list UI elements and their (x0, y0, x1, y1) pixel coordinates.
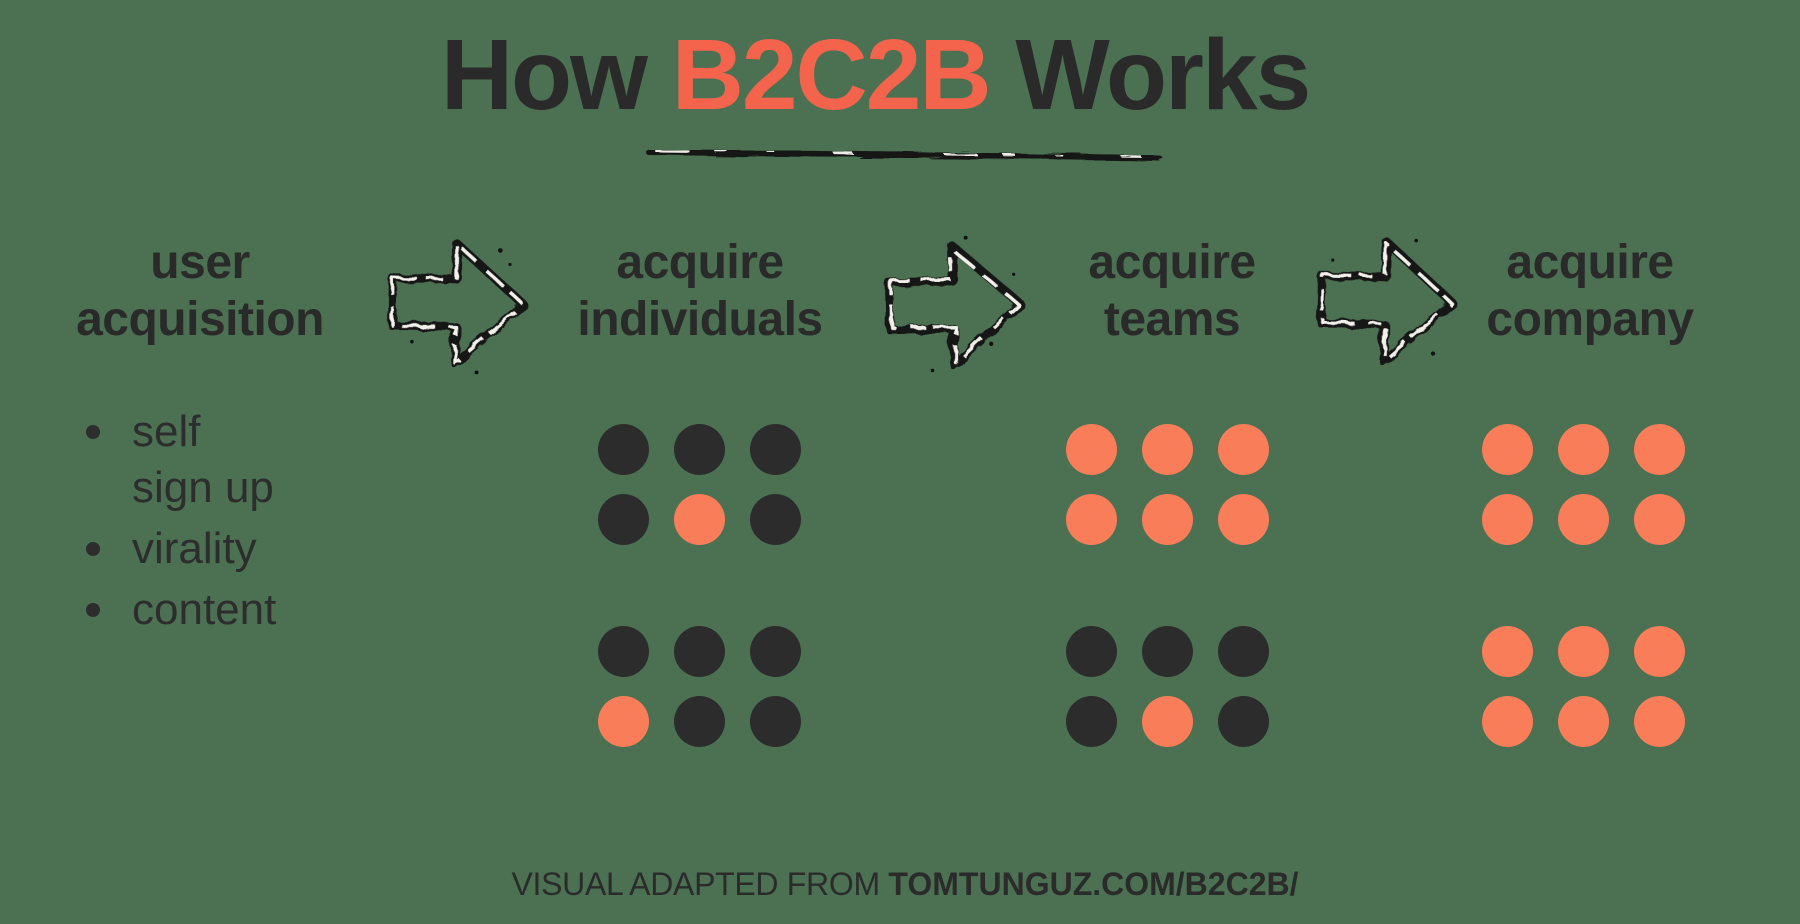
footer-credit: VISUAL ADAPTED FROM TOMTUNGUZ.COM/B2C2B/ (512, 866, 1299, 903)
sketch-arrow-right-icon (885, 235, 1025, 373)
user-dot-converted (1142, 494, 1193, 545)
user-dot-converted (598, 696, 649, 747)
dot-cluster (1482, 424, 1685, 545)
dot-cluster (1482, 626, 1685, 747)
user-dot-converted (1142, 696, 1193, 747)
user-dot (674, 424, 725, 475)
user-dot (750, 424, 801, 475)
column-header-acquire-company: acquire company (1486, 234, 1694, 348)
user-dot (1218, 696, 1269, 747)
user-dot-converted (1558, 626, 1609, 677)
column-header-acquire-individuals: acquire individuals (577, 234, 823, 348)
header-line: company (1486, 293, 1694, 346)
dot-cluster (1066, 424, 1269, 545)
bullet-item: virality (68, 521, 282, 577)
user-dot-converted (1218, 494, 1269, 545)
page-title: How B2C2B Works (440, 18, 1311, 133)
dot-cluster (598, 424, 801, 545)
user-dot-converted (1482, 424, 1533, 475)
header-line: acquire (1506, 236, 1674, 289)
dot-cluster (598, 626, 801, 747)
footer-credit-source: TOMTUNGUZ.COM/B2C2B/ (888, 866, 1299, 902)
header-line: acquire (616, 236, 784, 289)
header-line: acquisition (76, 293, 324, 346)
user-dot-converted (1066, 424, 1117, 475)
user-dot (598, 494, 649, 545)
column-header-acquire-teams: acquire teams (1088, 234, 1256, 348)
title-suffix: Works (989, 19, 1311, 131)
user-dot-converted (1482, 696, 1533, 747)
dot-cluster (1066, 626, 1269, 747)
bullet-item: self sign up (68, 404, 282, 516)
sketch-arrow-right-icon (388, 239, 528, 375)
bullet-item: content (68, 582, 282, 638)
user-dot (674, 626, 725, 677)
user-dot-converted (1218, 424, 1269, 475)
user-dot-converted (1634, 696, 1685, 747)
title-prefix: How (440, 19, 672, 131)
user-dot-converted (674, 494, 725, 545)
user-dot-converted (1558, 696, 1609, 747)
user-dot (1066, 696, 1117, 747)
user-dot-converted (1482, 494, 1533, 545)
dot-grid-acquire-teams (1066, 424, 1269, 747)
user-dot (750, 626, 801, 677)
title-highlight: B2C2B (671, 19, 992, 131)
dot-grid-acquire-individuals (598, 424, 801, 747)
user-dot-converted (1558, 494, 1609, 545)
user-dot-converted (1482, 626, 1533, 677)
user-dot (598, 626, 649, 677)
user-dot (674, 696, 725, 747)
user-dot-converted (1634, 494, 1685, 545)
user-dot (1218, 626, 1269, 677)
dot-grid-acquire-company (1482, 424, 1685, 747)
sketch-arrow-right-icon (1316, 237, 1457, 366)
header-line: individuals (577, 293, 823, 346)
user-dot-converted (1558, 424, 1609, 475)
column-header-user-acquisition: user acquisition (76, 234, 324, 348)
user-dot-converted (1634, 626, 1685, 677)
header-line: user (150, 236, 250, 289)
header-line: teams (1103, 293, 1241, 346)
user-dot-converted (1634, 424, 1685, 475)
user-dot (598, 424, 649, 475)
footer-credit-prefix: VISUAL ADAPTED FROM (511, 866, 889, 902)
user-dot (1142, 626, 1193, 677)
title-underline-icon (646, 149, 1162, 161)
user-dot (750, 696, 801, 747)
user-dot-converted (1142, 424, 1193, 475)
user-dot (750, 494, 801, 545)
user-dot (1066, 626, 1117, 677)
user-dot-converted (1066, 494, 1117, 545)
header-line: acquire (1088, 236, 1256, 289)
